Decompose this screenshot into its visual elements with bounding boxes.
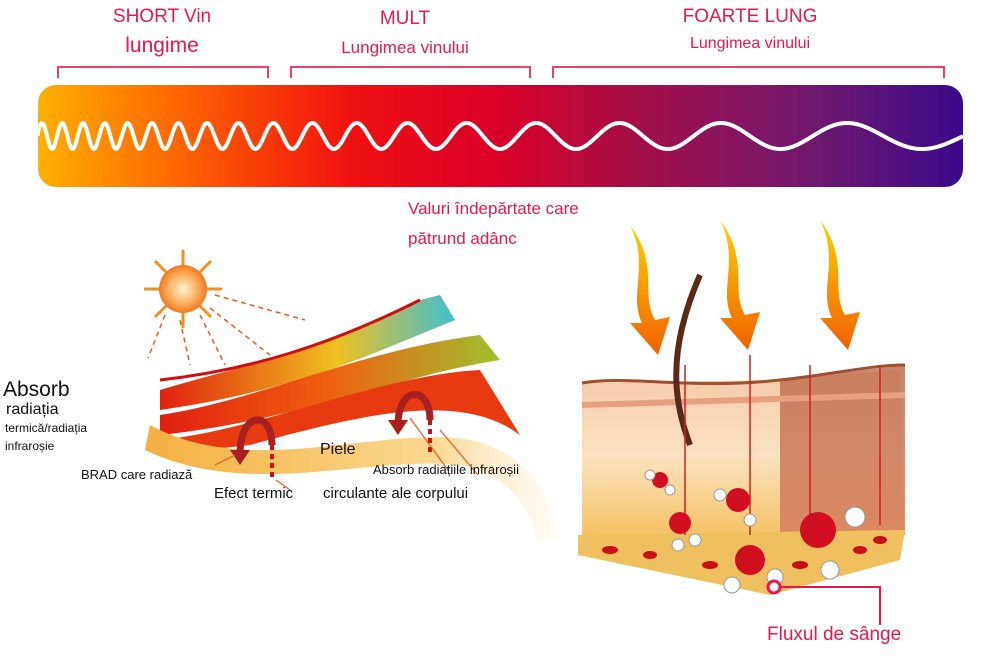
absorb-line3: termică/radiația — [5, 421, 88, 435]
segment-mult-subtitle: Lungimea vinului — [341, 38, 469, 57]
skin-label: Piele — [320, 441, 356, 458]
segment-long-title: FOARTE LUNG — [682, 6, 818, 27]
blood-flow-label: Fluxul de sânge — [767, 624, 902, 645]
heat-return-arrow-right — [388, 390, 434, 452]
sun-icon — [144, 250, 222, 328]
segment-short-subtitle: lungime — [125, 34, 199, 57]
absorb-line4: infraroșie — [5, 439, 55, 453]
blood-flow-pointer — [766, 579, 881, 625]
bracket-mult — [290, 66, 531, 78]
waves-label-line2: pătrund adânc — [408, 229, 517, 248]
far-infrared-skin-illustration — [144, 250, 559, 540]
absorb-title: Absorb — [3, 378, 70, 401]
absorb-line2: radiația — [6, 401, 59, 418]
segment-long-subtitle: Lungimea vinului — [689, 35, 811, 52]
circulate-label: circulante ale corpului — [323, 485, 469, 502]
brad-label: BRAD care radiază — [81, 467, 193, 482]
absorb-ir-label: Absorb radiațiile infraroșii — [373, 462, 519, 477]
wavelength-spectrum-bar — [38, 85, 963, 187]
effect-label: Efect termic — [214, 485, 294, 502]
wave-line — [38, 120, 963, 152]
waves-label-line1: Valuri îndepărtate care — [408, 199, 579, 218]
heat-return-arrow-left — [230, 416, 276, 480]
skin-cross-section-illustration — [578, 220, 906, 625]
bracket-long — [552, 66, 945, 78]
segment-short-title: SHORT Vin — [112, 6, 212, 27]
bracket-short — [57, 66, 269, 78]
segment-mult-title: MULT — [379, 8, 431, 29]
water-molecule-icons — [644, 469, 866, 594]
infrared-arrow-icons — [630, 220, 860, 355]
